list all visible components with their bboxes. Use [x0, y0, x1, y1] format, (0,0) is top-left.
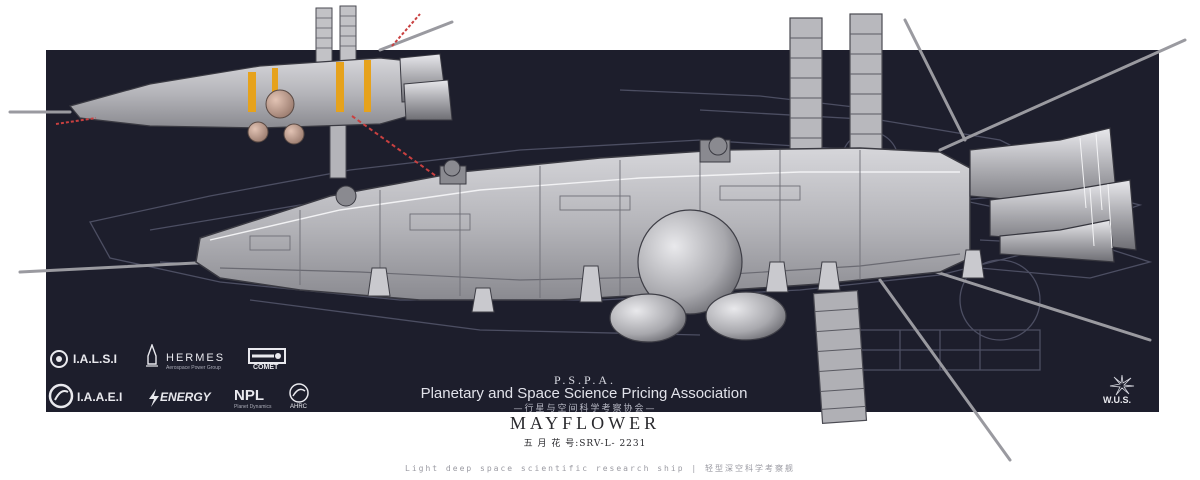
- npl-logo-text: NPL: [234, 387, 264, 404]
- ahrc-logo-text: AHRC: [290, 404, 308, 410]
- radiator-panel-bottom: [812, 289, 868, 425]
- ahrc-emblem-icon: [289, 383, 309, 403]
- iaaei-logo-text: I.A.A.E.I: [77, 390, 123, 404]
- energy-bolt-icon: [149, 389, 159, 407]
- main-engines: [969, 127, 1137, 263]
- propellant-spheres: [609, 209, 787, 343]
- npl-subtitle: Planet Dynamics: [234, 404, 272, 410]
- org-name: Planetary and Space Science Pricing Asso…: [420, 385, 748, 402]
- star-burst-icon: [1109, 374, 1135, 396]
- ship-designation: 五 月 花 号:SRV-L- 2231: [523, 439, 647, 449]
- wus-logo-text: W.U.S.: [1103, 395, 1132, 405]
- energy-logo-text: ENERGY: [160, 390, 211, 404]
- iaaei-emblem-icon: [48, 383, 74, 409]
- ialsi-logo-text: I.A.L.S.I: [73, 352, 118, 366]
- comet-emblem-icon: [248, 348, 286, 364]
- hermes-rocket-icon: [146, 344, 158, 367]
- ship-name: MAYFLOWER: [509, 413, 661, 433]
- org-abbreviation: P.S.P.A.: [553, 373, 617, 387]
- comet-logo-text: COMET: [253, 364, 279, 371]
- hermes-logo-text: HERMES: [166, 352, 226, 364]
- org-name-chinese: —行星与空间科学考察协会—: [513, 404, 657, 414]
- hermes-subtitle: Aerospace Power Group: [166, 365, 221, 371]
- rcs-thrusters: [367, 249, 985, 313]
- ialsi-emblem-icon: [50, 350, 68, 368]
- companion-ship: [55, 5, 453, 179]
- footer-caption: Light deep space scientific research shi…: [405, 464, 795, 473]
